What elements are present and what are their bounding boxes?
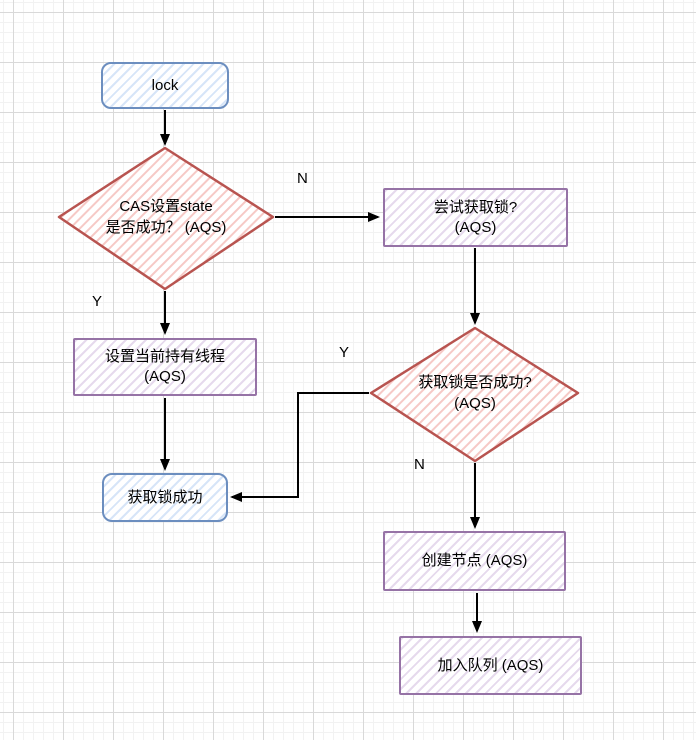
- node-cas-check-label: CAS设置state 是否成功？ (AQS): [61, 196, 271, 238]
- node-acquired-label: 获取锁成功: [127, 488, 203, 506]
- set-owner-line2: (AQS): [144, 368, 186, 385]
- set-owner-line1: 设置当前持有线程: [104, 348, 225, 365]
- try-acquire-line1: 尝试获取锁?: [433, 198, 518, 216]
- acquire-check-line1: 获取锁是否成功?: [418, 374, 532, 391]
- node-try-acquire: 尝试获取锁? (AQS): [383, 188, 568, 247]
- node-lock: lock: [101, 62, 229, 109]
- node-enqueue: 加入队列 (AQS): [399, 636, 582, 695]
- decision-cas-shape: [57, 146, 275, 291]
- edge-label-cas-no: N: [297, 170, 308, 187]
- node-lock-label: lock: [151, 76, 179, 94]
- edge-acquire-yes-to-acquired: [230, 392, 369, 502]
- try-acquire-line2: (AQS): [454, 218, 497, 236]
- edge-label-acquire-yes: Y: [339, 344, 350, 361]
- edge-label-acquire-no: N: [414, 456, 425, 473]
- cas-check-line1: CAS设置state: [119, 198, 213, 215]
- cas-check-line2: 是否成功？ (AQS): [105, 219, 227, 236]
- acquire-check-line2: (AQS): [454, 395, 496, 412]
- node-create-node: 创建节点 (AQS): [383, 531, 566, 591]
- node-set-owner: 设置当前持有线程 (AQS): [73, 338, 257, 396]
- edge-label-cas-yes: Y: [92, 293, 103, 310]
- decision-acquire-shape: [369, 326, 580, 463]
- node-create-node-label: 创建节点 (AQS): [421, 552, 528, 569]
- node-acquired: 获取锁成功: [102, 473, 228, 522]
- node-enqueue-label: 加入队列 (AQS): [437, 656, 544, 674]
- node-acquire-check-label: 获取锁是否成功? (AQS): [370, 372, 580, 414]
